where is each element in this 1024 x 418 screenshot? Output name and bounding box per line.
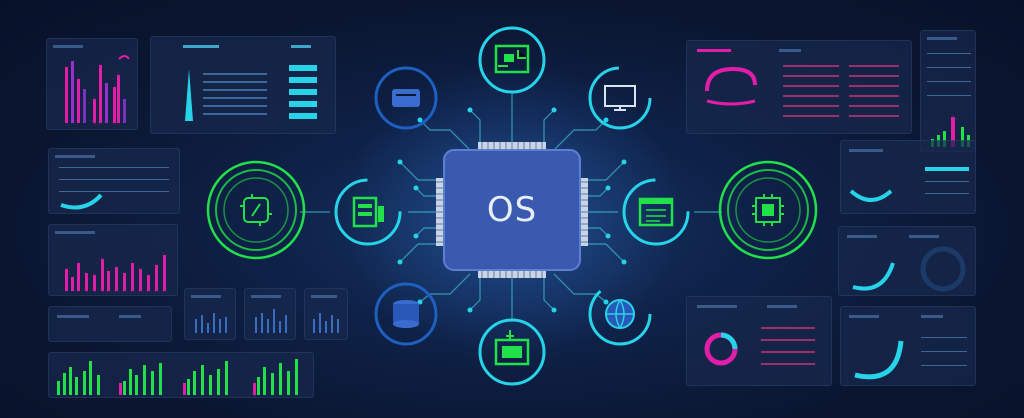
right-semi-ring-graphic xyxy=(849,315,967,380)
left-magenta-chart xyxy=(55,231,166,291)
left-gauge-panel xyxy=(48,148,180,214)
os-chip xyxy=(443,149,581,271)
left-magenta-chart-panel xyxy=(48,224,178,296)
right-table-graphic xyxy=(697,49,899,117)
os-chip-label: OS xyxy=(486,190,538,230)
right-bar-chart-panel xyxy=(920,30,976,152)
left-mini-chart-1 xyxy=(184,288,236,340)
left-bar-chart-panel xyxy=(46,38,138,130)
os-chip-label-area: OS xyxy=(444,150,580,270)
circuit-board-icon xyxy=(494,44,530,74)
hard-drive-icon xyxy=(392,89,420,107)
left-small-panel-1 xyxy=(48,306,172,342)
globe-network-icon xyxy=(605,299,635,329)
left-table-graphic xyxy=(183,45,317,121)
left-green-chart xyxy=(57,359,298,395)
left-table-panel xyxy=(150,36,336,134)
left-gauge-graphic xyxy=(55,155,169,210)
right-donut-graphic xyxy=(697,305,815,366)
right-donut-panel xyxy=(686,296,832,386)
left-mini-chart-3 xyxy=(304,288,348,340)
motherboard-security-ring-left xyxy=(206,160,306,260)
display-window-icon xyxy=(638,197,674,227)
motherboard-security-icon xyxy=(752,194,784,226)
left-bar-chart xyxy=(53,45,130,123)
left-green-chart-panel xyxy=(48,352,314,398)
motherboard-security-ring-right xyxy=(718,160,818,260)
right-semi-ring-panel xyxy=(840,306,976,386)
right-gauge-panel xyxy=(840,140,976,214)
left-mini-chart-2 xyxy=(244,288,296,340)
circuit-traces xyxy=(300,92,722,320)
right-table-panel xyxy=(686,40,912,134)
monitor-icon xyxy=(604,85,636,111)
database-icon xyxy=(393,300,419,328)
right-ring-panel xyxy=(838,226,976,296)
right-gauge-graphic xyxy=(849,149,969,202)
storage-box-icon xyxy=(494,330,530,366)
fingerprint-security-icon xyxy=(240,194,272,226)
server-rack-icon xyxy=(352,196,384,228)
right-ring-graphic xyxy=(847,235,966,292)
